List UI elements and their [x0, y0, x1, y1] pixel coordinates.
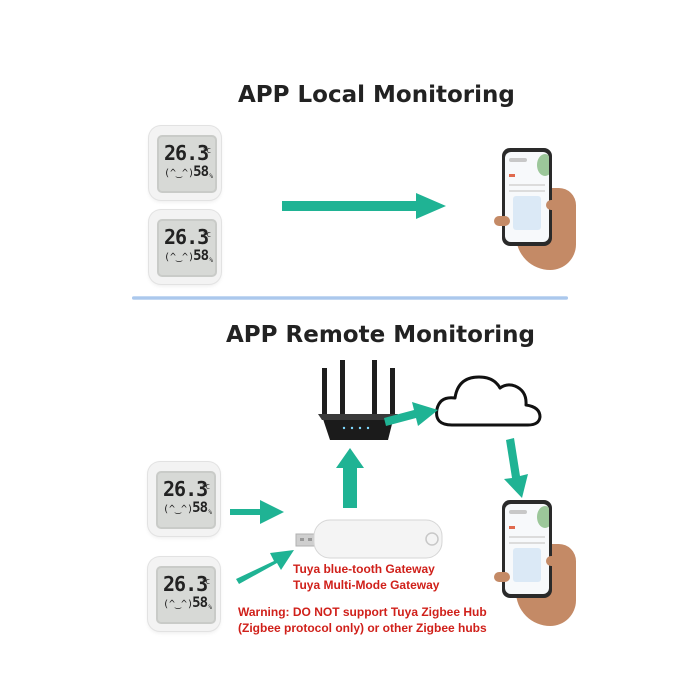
temperature-unit: °C	[201, 483, 210, 491]
comfort-face-icon: (^‿^)	[163, 504, 194, 515]
comfort-face-icon: (^‿^)	[164, 252, 195, 263]
thermometer-sensor: 26.3 °C (^‿^) 58 %	[149, 126, 221, 200]
smartphone-icon	[502, 500, 552, 598]
thermometer-sensor: 26.3 °C (^‿^) 58 %	[148, 462, 220, 536]
lcd-display: 26.3 °C (^‿^) 58 %	[156, 566, 216, 624]
lcd-display: 26.3 °C (^‿^) 58 %	[157, 219, 217, 277]
local-monitoring-title: APP Local Monitoring	[238, 82, 515, 108]
finger	[546, 556, 560, 566]
humidity-value: 58	[193, 248, 209, 264]
app-screen	[505, 504, 549, 594]
arrow-down-icon	[504, 438, 528, 498]
comfort-face-icon: (^‿^)	[164, 168, 195, 179]
arrow-up-right-icon	[236, 550, 294, 584]
temperature-value: 26.3	[164, 225, 209, 249]
temperature-value: 26.3	[163, 477, 208, 501]
warning-text: (Zigbee protocol only) or other Zigbee h…	[238, 621, 487, 635]
finger	[494, 572, 510, 582]
arrow-right-icon	[282, 193, 446, 219]
temperature-value: 26.3	[163, 572, 208, 596]
thermometer-sensor: 26.3 °C (^‿^) 58 %	[148, 557, 220, 631]
remote-monitoring-title: APP Remote Monitoring	[226, 322, 536, 348]
humidity-value: 58	[192, 595, 208, 611]
temperature-unit: °C	[201, 578, 210, 586]
gateway-label-bluetooth: Tuya blue-tooth Gateway	[293, 562, 435, 576]
finger	[546, 200, 560, 210]
temperature-value: 26.3	[164, 141, 209, 165]
humidity-unit: %	[208, 509, 212, 516]
smartphone-icon	[502, 148, 552, 246]
lcd-display: 26.3 °C (^‿^) 58 %	[157, 135, 217, 193]
flow-arrows	[230, 193, 528, 584]
humidity-value: 58	[192, 500, 208, 516]
cloud-icon	[435, 375, 542, 427]
temperature-unit: °C	[202, 231, 211, 239]
humidity-unit: %	[209, 257, 213, 264]
humidity-unit: %	[209, 173, 213, 180]
gateway-label-multimode: Tuya Multi-Mode Gateway	[293, 578, 440, 592]
lcd-display: 26.3 °C (^‿^) 58 %	[156, 471, 216, 529]
thermometer-sensor: 26.3 °C (^‿^) 58 %	[149, 210, 221, 284]
arrow-up-icon	[336, 448, 364, 508]
finger	[494, 216, 510, 226]
phone-in-hand	[488, 140, 578, 270]
wifi-router-icon	[318, 360, 398, 440]
usb-gateway-icon	[295, 519, 443, 559]
humidity-value: 58	[193, 164, 209, 180]
arrow-right-icon	[230, 500, 284, 524]
comfort-face-icon: (^‿^)	[163, 599, 194, 610]
section-divider	[132, 296, 568, 300]
app-screen	[505, 152, 549, 242]
temperature-unit: °C	[202, 147, 211, 155]
arrow-right-icon	[384, 402, 438, 426]
humidity-unit: %	[208, 604, 212, 611]
warning-text: Warning: DO NOT support Tuya Zigbee Hub	[238, 605, 487, 619]
phone-in-hand	[488, 494, 578, 626]
